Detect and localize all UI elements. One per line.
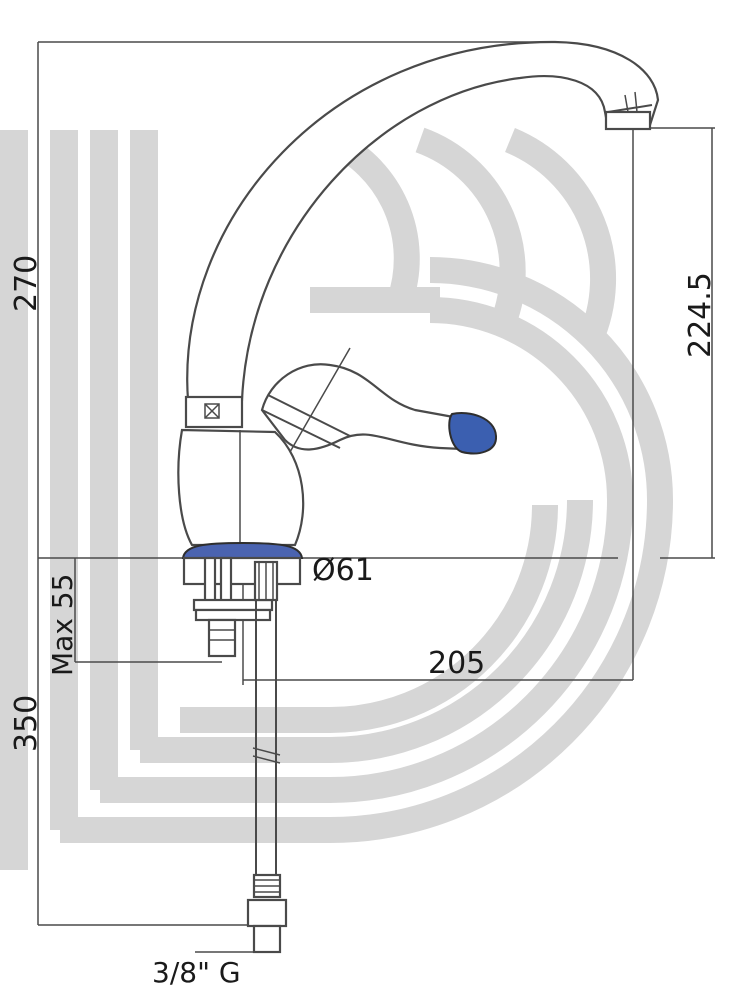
mixer-body	[177, 428, 305, 547]
dim-thread: 3/8" G	[152, 956, 241, 989]
dim-total-height: 270	[9, 255, 44, 312]
spout	[186, 40, 660, 402]
dimension-labels: 270 224.5 Ø61 Max 55 205 350 3/8" G	[9, 255, 718, 989]
watermark-logo	[0, 127, 674, 870]
dim-base-diameter: Ø61	[312, 553, 374, 588]
base-assembly	[181, 541, 304, 658]
dim-max-thickness: Max 55	[46, 574, 79, 676]
handle-tip	[448, 412, 498, 455]
lever-handle	[260, 347, 498, 455]
base-ring	[181, 541, 304, 559]
spout-collar	[184, 395, 244, 429]
dim-hose-length: 350	[9, 695, 44, 752]
dim-spout-height: 224.5	[683, 272, 718, 358]
dimension-lines	[37, 41, 715, 953]
dim-reach: 205	[428, 646, 485, 681]
supply-hose	[246, 600, 288, 954]
